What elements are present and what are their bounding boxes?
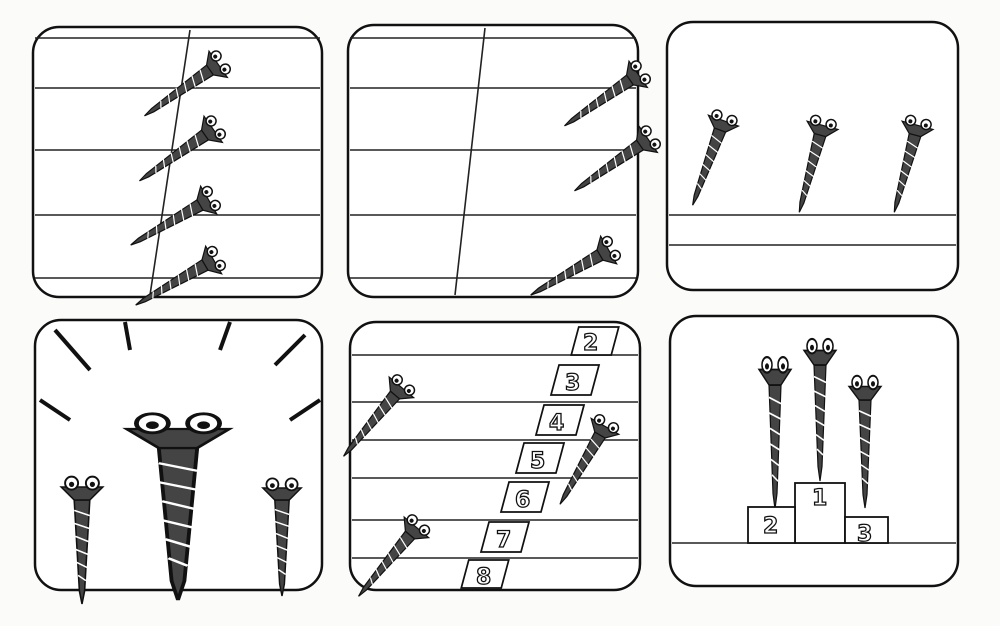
lane-number: 5 — [530, 449, 545, 474]
lane-number-boxes: 2 3 4 5 6 7 8 — [460, 326, 620, 591]
panel-1-screws-racing-past-lanes — [31, 25, 324, 320]
lane-number: 7 — [496, 528, 511, 553]
panel-6-podium: 1 2 3 — [668, 314, 960, 588]
podium-first-label: 1 — [812, 486, 827, 511]
panel-4-big-screw-closeup — [33, 318, 324, 605]
lane-number: 8 — [476, 565, 491, 590]
panel-2-lanes-speed — [346, 23, 665, 310]
lane-number: 6 — [515, 488, 530, 513]
podium-third-label: 3 — [857, 522, 872, 547]
lane-number: 2 — [583, 331, 598, 356]
lane-number: 4 — [549, 411, 564, 436]
lane-number: 3 — [565, 371, 580, 396]
panel-5-numbered-lanes: 2 3 4 5 6 7 8 — [330, 320, 642, 608]
panel-3-screws-landing — [665, 20, 960, 292]
podium: 1 2 3 — [747, 482, 889, 548]
podium-second-label: 2 — [763, 514, 778, 539]
